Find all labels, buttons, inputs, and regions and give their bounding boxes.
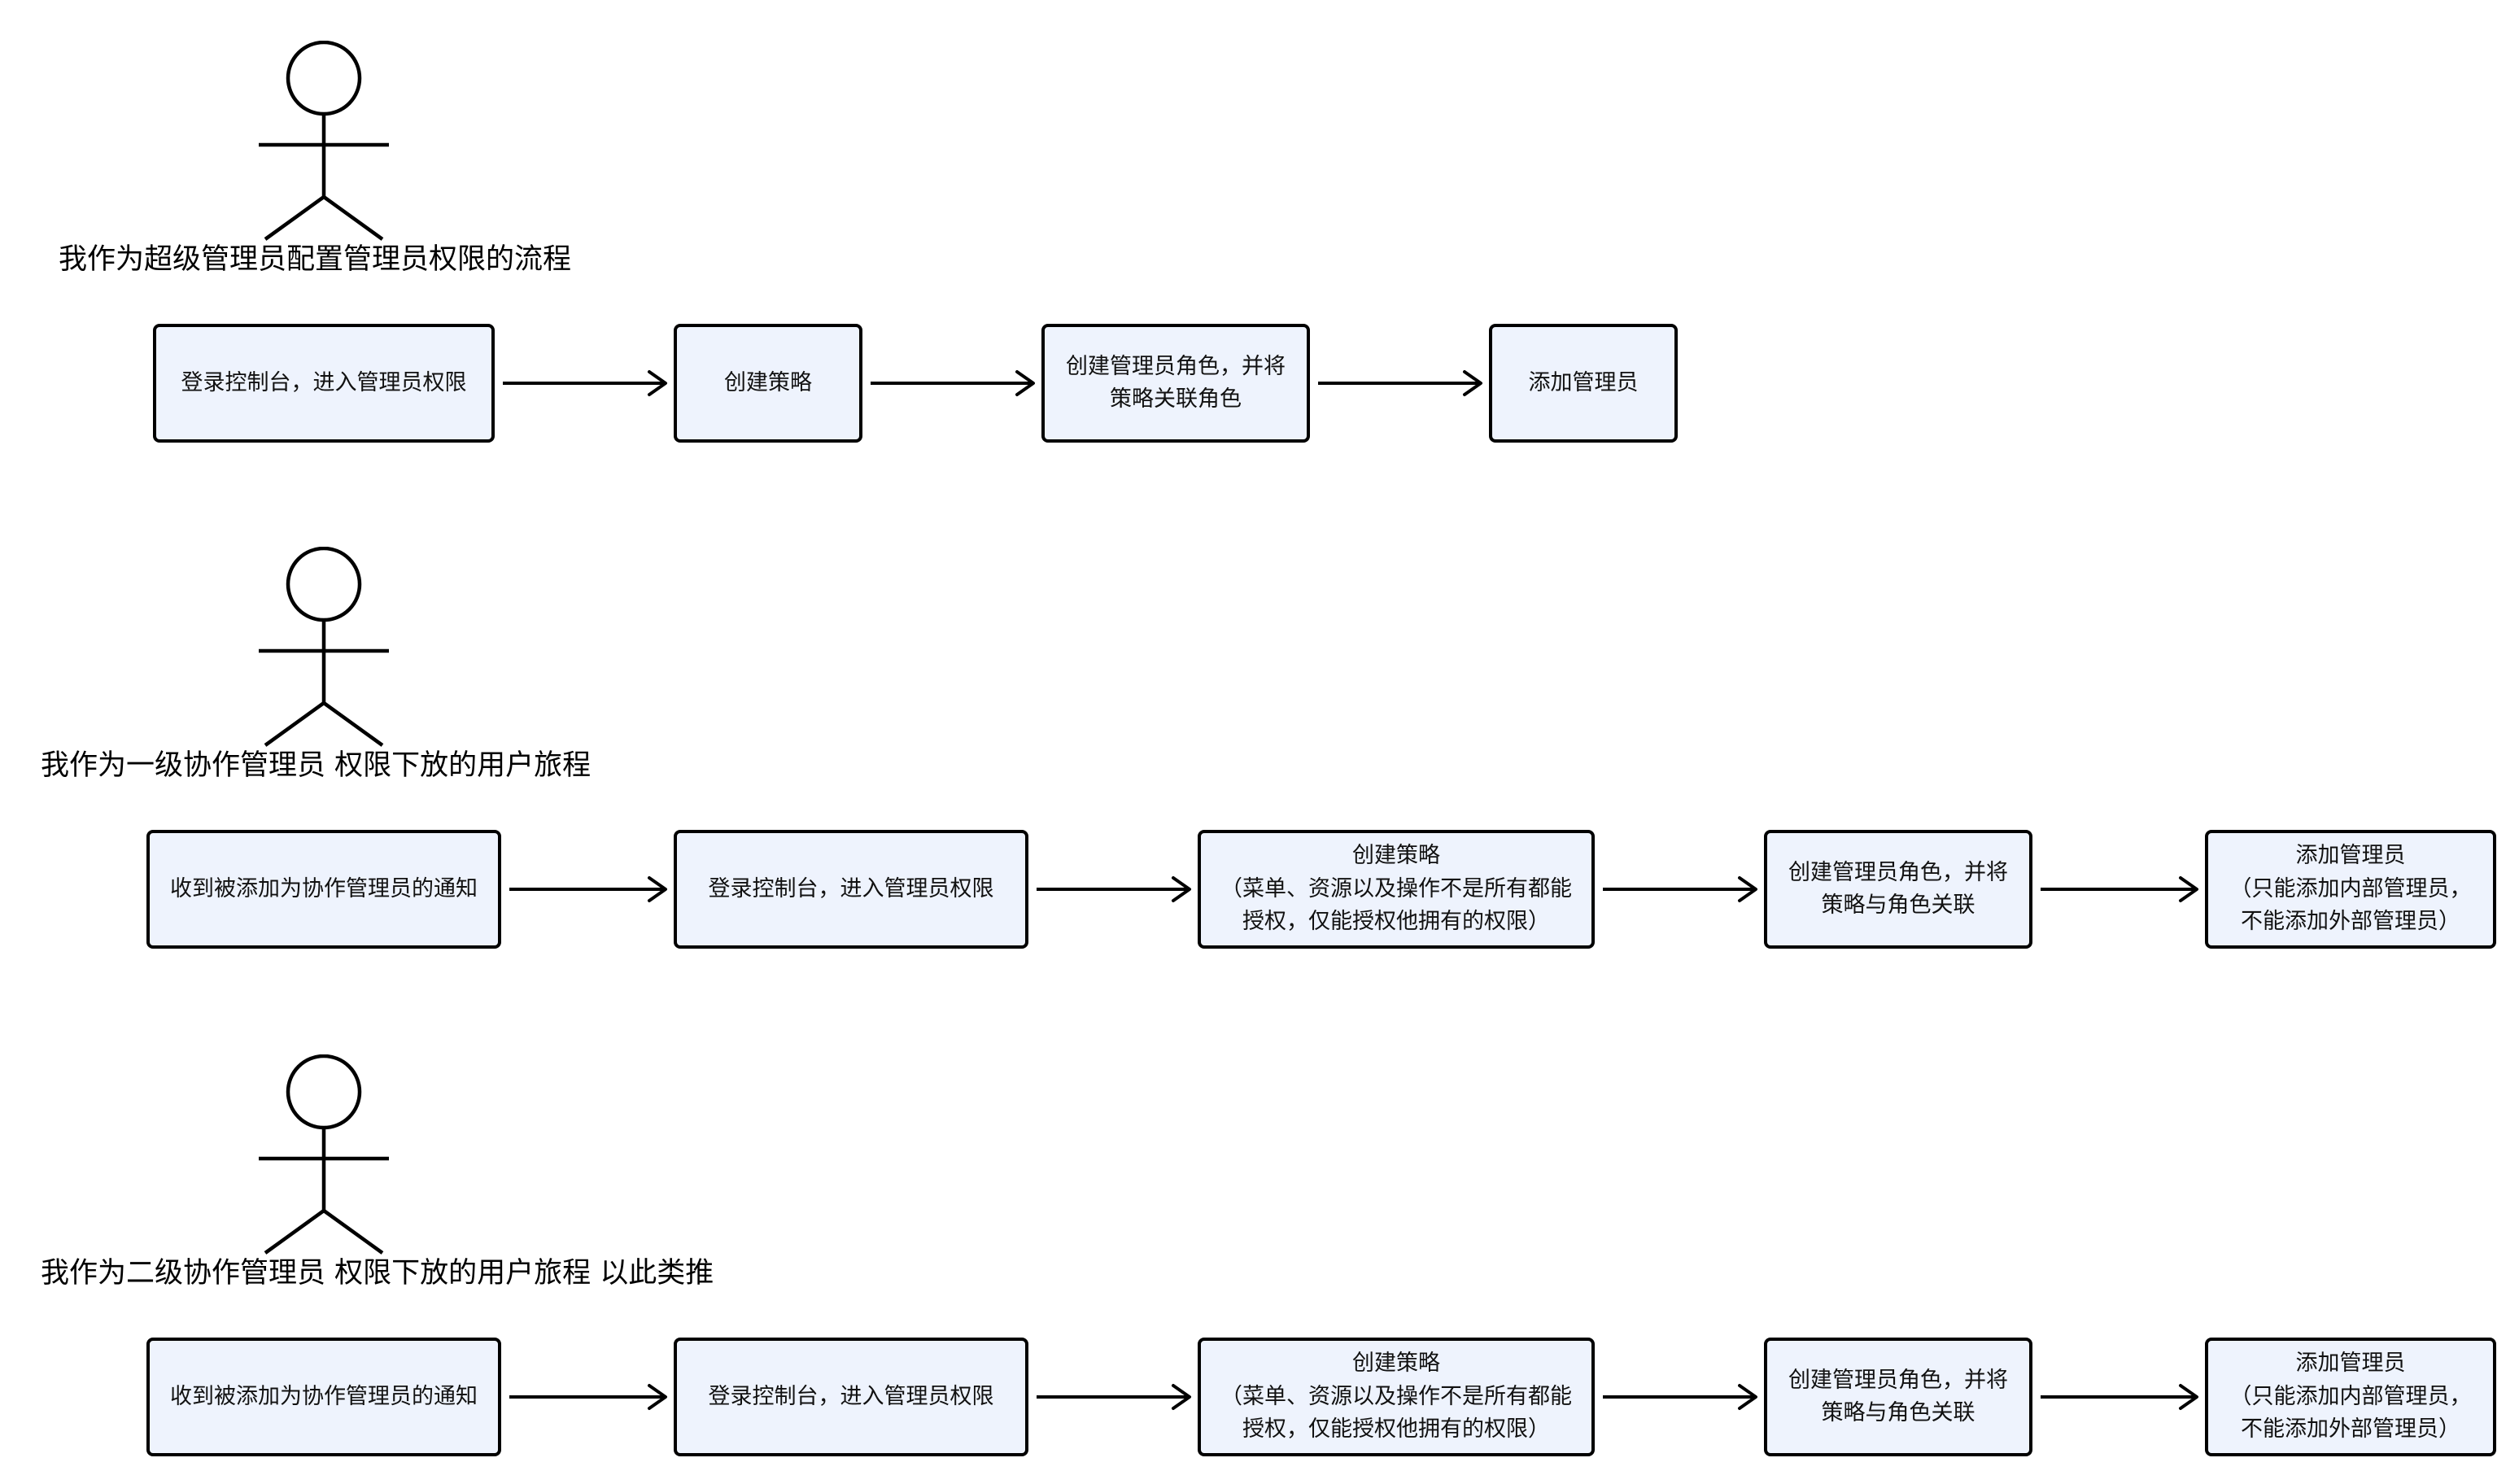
flow-step-text: 创建策略 (724, 369, 812, 395)
flow-step-text: 登录控制台，进入管理员权限 (181, 369, 467, 395)
flow-step-text: 添加管理员 (1528, 369, 1639, 395)
flow-arrow (871, 370, 1035, 396)
flow-step-text: 登录控制台，进入管理员权限 (708, 875, 994, 901)
flow-step-box: 创建管理员角色，并将策略与角色关联 (1764, 1338, 2032, 1456)
flow-step-box: 登录控制台，进入管理员权限 (674, 830, 1028, 949)
flow-step-text: 创建管理员角色，并将 (1788, 1367, 2008, 1393)
flow-step-text: 授权，仅能授权他拥有的权限） (1242, 909, 1550, 935)
flow-step-text: 添加管理员 (2295, 1351, 2406, 1377)
flow-step-box: 添加管理员 (1489, 324, 1678, 443)
flow-step-box: 登录控制台，进入管理员权限 (153, 324, 495, 443)
flow-step-text: 策略与角色关联 (1821, 1400, 1975, 1425)
flow-arrow (509, 1384, 667, 1410)
flow-step-text: （只能添加内部管理员， (2229, 875, 2472, 901)
flow-step-text: 添加管理员 (2295, 843, 2406, 869)
flow-step-text: 登录控制台，进入管理员权限 (708, 1383, 994, 1409)
flow-step-box: 创建策略 (674, 324, 862, 443)
actor-label: 我作为一级协作管理员 权限下放的用户旅程 (41, 749, 592, 782)
actor-label: 我作为超级管理员配置管理员权限的流程 (59, 243, 572, 276)
flow-step-text: 创建管理员角色，并将 (1788, 859, 2008, 885)
flow-step-text: 策略与角色关联 (1821, 893, 1975, 918)
flow-step-box: 创建管理员角色，并将策略与角色关联 (1764, 830, 2032, 949)
flow-step-box: 添加管理员 （只能添加内部管理员， 不能添加外部管理员） (2205, 830, 2496, 949)
actor-icon (251, 547, 397, 750)
flow-arrow (1037, 876, 1191, 902)
flow-step-text: 不能添加外部管理员） (2241, 1416, 2460, 1443)
flow-arrow (509, 876, 667, 902)
flow-arrow (503, 370, 667, 396)
flow-arrow (1603, 876, 1757, 902)
flow-arrow (1318, 370, 1482, 396)
flow-step-text: 不能添加外部管理员） (2241, 909, 2460, 935)
flow-step-text: 策略关联角色 (1110, 386, 1242, 412)
flow-step-text: 收到被添加为协作管理员的通知 (170, 1383, 478, 1409)
flow-arrow (1037, 1384, 1191, 1410)
flow-step-box: 收到被添加为协作管理员的通知 (146, 830, 501, 949)
flow-step-text: 创建策略 (1352, 1351, 1440, 1377)
flow-step-box: 创建策略 （菜单、资源以及操作不是所有都能授权，仅能授权他拥有的权限） (1198, 830, 1595, 949)
flow-step-text: 授权，仅能授权他拥有的权限） (1242, 1416, 1550, 1443)
flow-step-box: 创建管理员角色，并将策略关联角色 (1041, 324, 1310, 443)
actor-label: 我作为二级协作管理员 权限下放的用户旅程 以此类推 (41, 1257, 714, 1290)
flow-step-text: 创建策略 (1352, 843, 1440, 869)
flow-step-box: 添加管理员 （只能添加内部管理员， 不能添加外部管理员） (2205, 1338, 2496, 1456)
actor-icon (251, 41, 397, 244)
flow-step-text: 收到被添加为协作管理员的通知 (170, 875, 478, 901)
flow-arrow (2041, 876, 2198, 902)
flow-step-text: 创建管理员角色，并将 (1066, 353, 1286, 379)
flow-step-text: （菜单、资源以及操作不是所有都能 (1220, 875, 1572, 901)
actor-icon (251, 1054, 397, 1258)
flow-step-box: 登录控制台，进入管理员权限 (674, 1338, 1028, 1456)
flow-arrow (2041, 1384, 2198, 1410)
flow-arrow (1603, 1384, 1757, 1410)
flow-step-box: 创建策略 （菜单、资源以及操作不是所有都能授权，仅能授权他拥有的权限） (1198, 1338, 1595, 1456)
flow-step-box: 收到被添加为协作管理员的通知 (146, 1338, 501, 1456)
flow-step-text: （只能添加内部管理员， (2229, 1383, 2472, 1409)
flow-step-text: （菜单、资源以及操作不是所有都能 (1220, 1383, 1572, 1409)
